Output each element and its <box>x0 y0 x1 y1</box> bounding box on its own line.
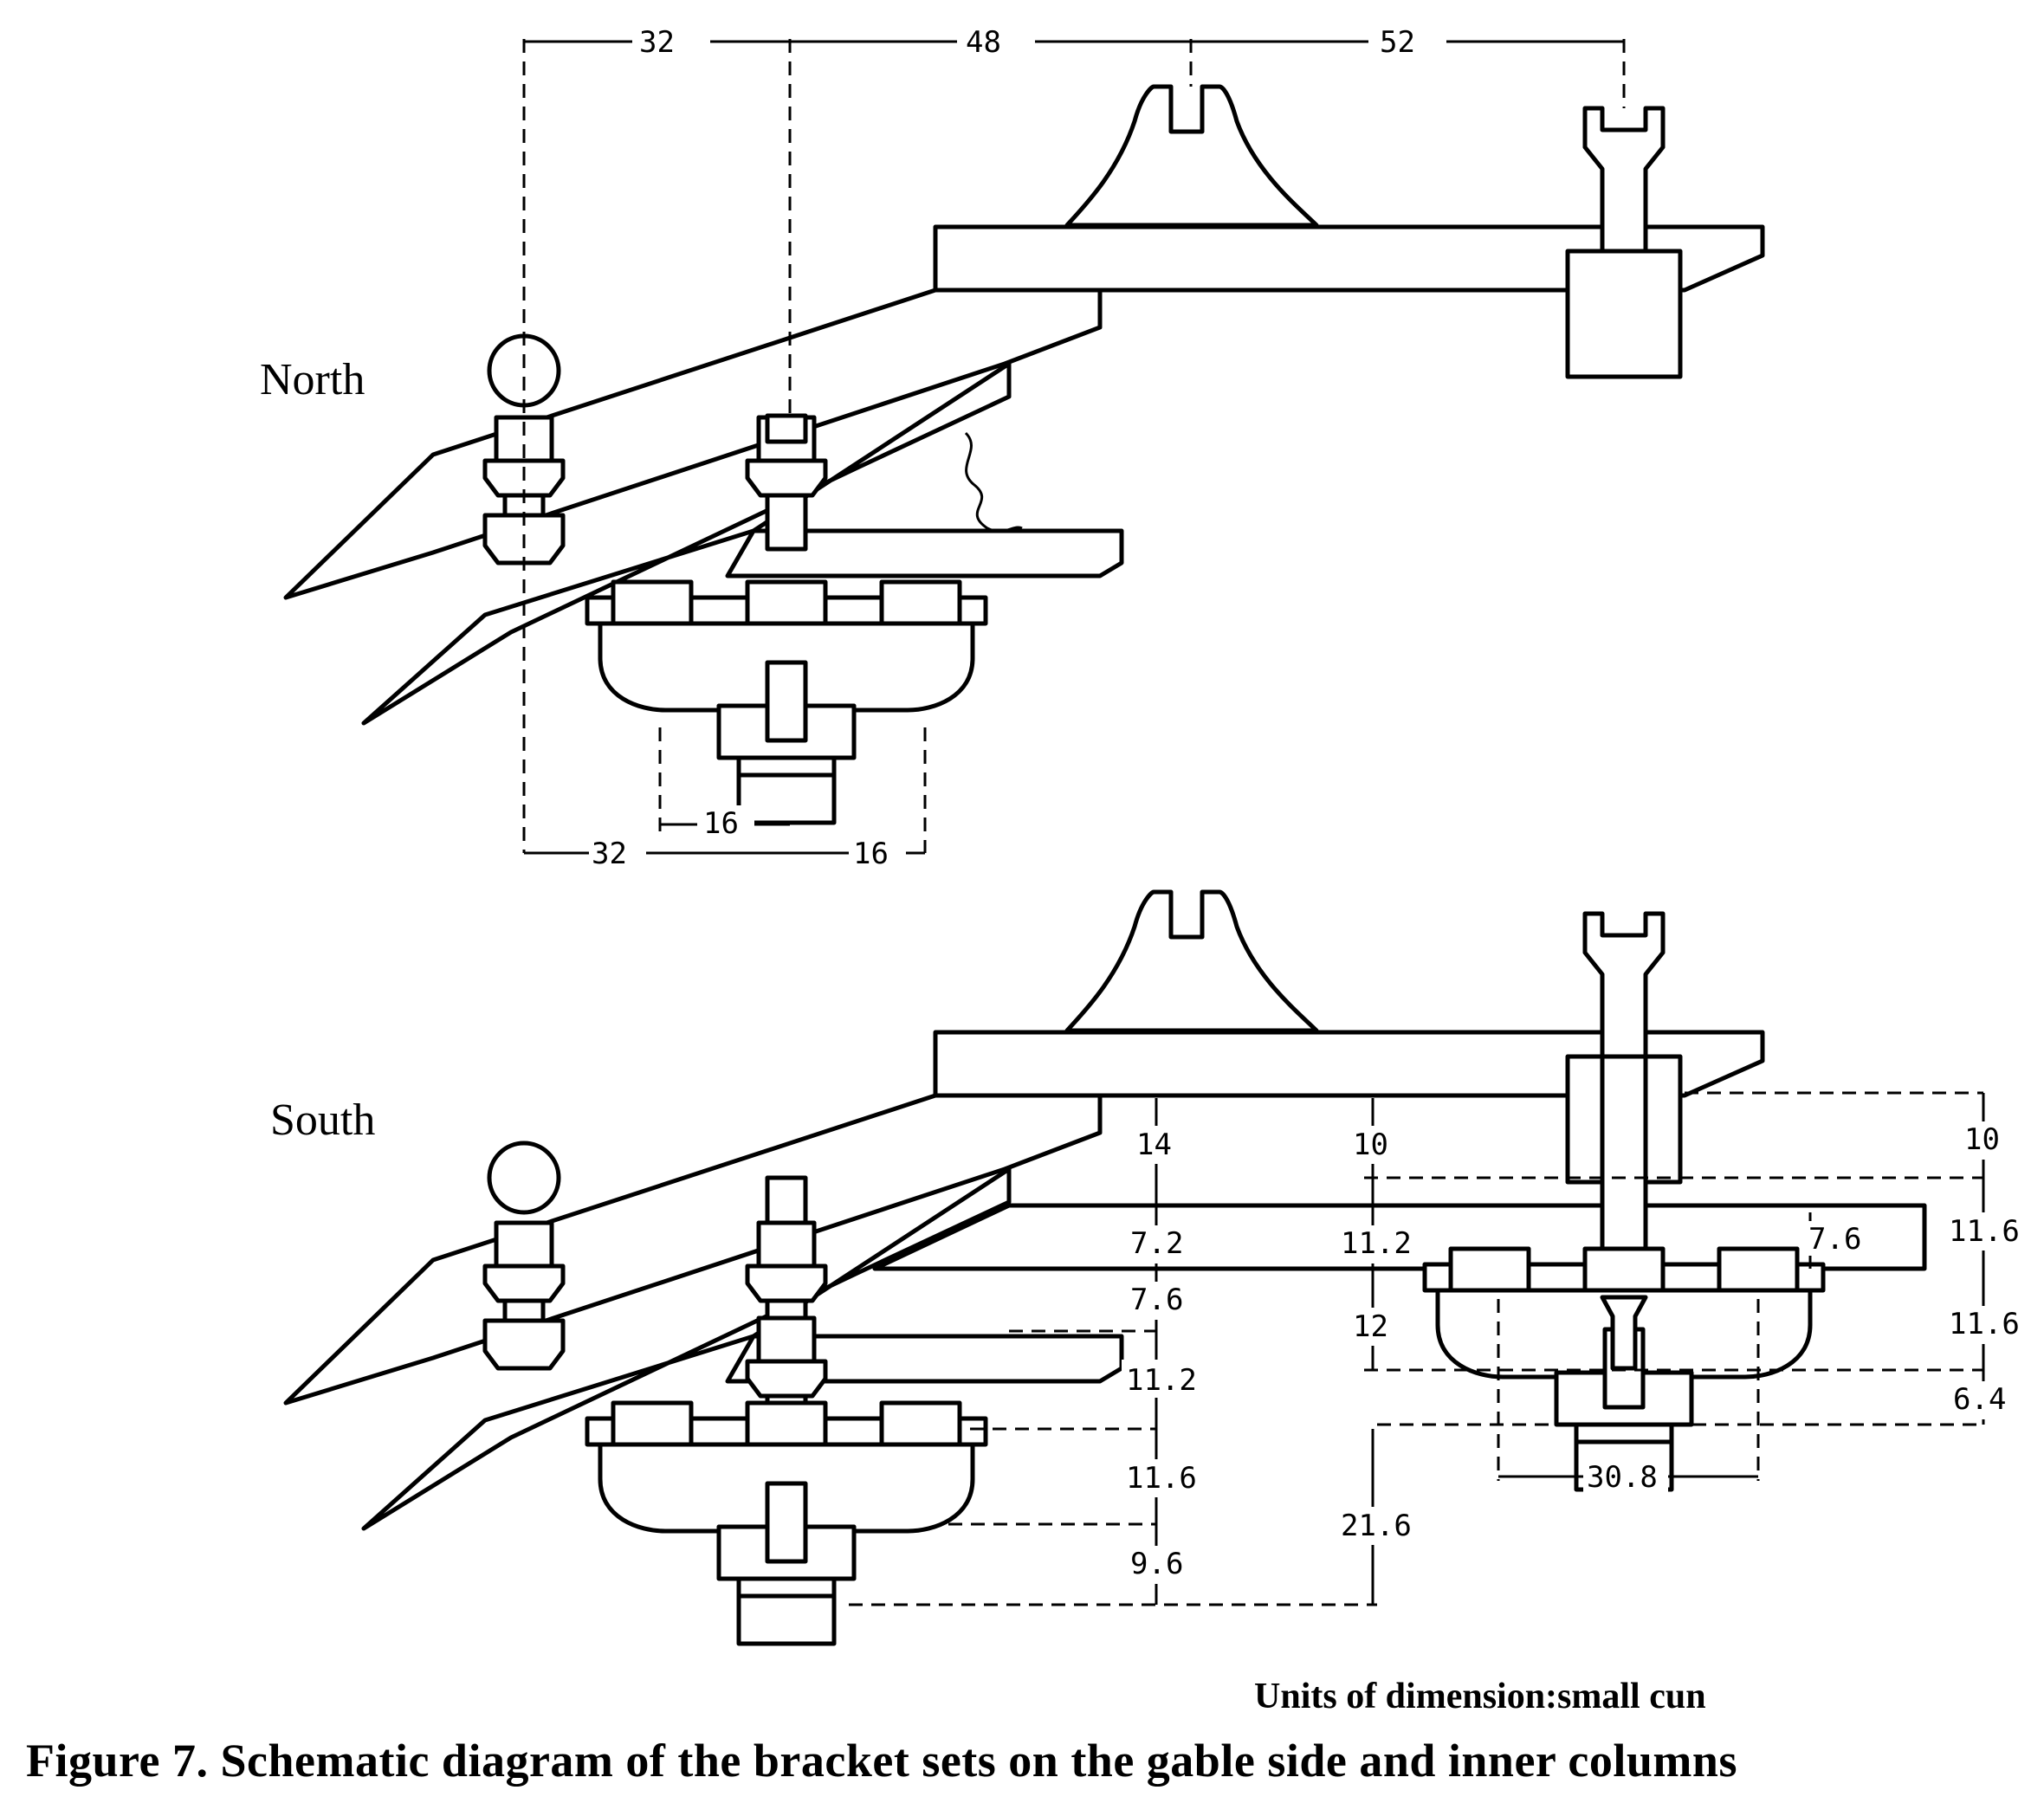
north-dim-top-2: 48 <box>966 25 1001 60</box>
north-outer-sphere <box>487 333 561 408</box>
north-view: North 32 48 52 16 32 <box>260 22 1763 871</box>
north-dim-bottom-2: 32 <box>592 837 627 871</box>
north-dim-bottom-1: 16 <box>703 806 739 841</box>
south-dim-right-1: 10 <box>1964 1122 2000 1157</box>
south-dim-left-3: 7.6 <box>1130 1283 1183 1317</box>
south-view: South 14 <box>270 892 2022 1644</box>
figure-caption: Figure 7. Schematic diagram of the brack… <box>26 1735 1737 1787</box>
north-label: North <box>260 355 365 404</box>
south-dim-bottom: 30.8 <box>1587 1460 1658 1495</box>
south-dim-mid-3: 12 <box>1353 1309 1388 1344</box>
units-note: Units of dimension:small cun <box>1254 1677 1706 1716</box>
north-spring <box>964 431 1023 533</box>
south-dim-left-6: 9.6 <box>1130 1547 1183 1581</box>
south-dim-inner: 7.6 <box>1808 1222 1861 1257</box>
north-dim-top-3: 52 <box>1380 25 1415 60</box>
south-dim-mid-4: 21.6 <box>1341 1509 1412 1543</box>
south-dim-left-1: 14 <box>1136 1128 1172 1162</box>
south-dim-mid-1: 10 <box>1353 1128 1388 1162</box>
south-dim-left-5: 11.6 <box>1126 1461 1197 1496</box>
south-label: South <box>270 1095 375 1145</box>
south-dim-left-2: 7.2 <box>1130 1226 1183 1261</box>
north-dim-bottom-3: 16 <box>853 837 889 871</box>
north-dim-top-1: 32 <box>639 25 675 60</box>
north-bracket-body <box>286 87 1763 723</box>
south-dim-right-4: 6.4 <box>1953 1382 2006 1417</box>
south-dim-left-4: 11.2 <box>1126 1363 1197 1398</box>
south-dim-mid-2: 11.2 <box>1341 1226 1412 1261</box>
south-dim-right-2: 11.6 <box>1949 1214 2020 1249</box>
south-dim-right-3: 11.6 <box>1949 1307 2020 1341</box>
